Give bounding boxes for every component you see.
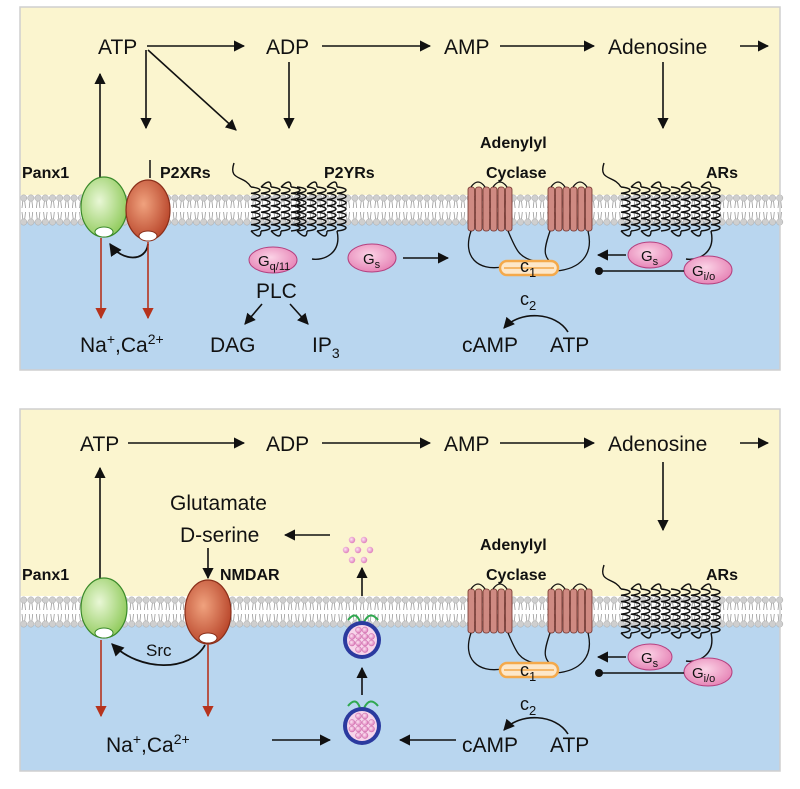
inhibition-arrow	[595, 669, 603, 677]
camp-label: cAMP	[462, 734, 518, 757]
c2-label: c2	[520, 694, 536, 718]
amp-label: AMP	[444, 433, 490, 456]
p2xrs-label: P2XRs	[160, 165, 211, 182]
conversion-arrows	[94, 40, 770, 210]
seven-transmembrane-receptor	[296, 181, 347, 260]
gs-protein-ar: Gs	[627, 241, 673, 269]
gs-protein-ar: Gs	[627, 643, 673, 671]
ion-flux-arrows	[95, 238, 154, 320]
gq-protein: Gq/11	[248, 246, 298, 274]
adp-label: ADP	[266, 433, 309, 456]
adenosine-label: Adenosine	[608, 433, 707, 456]
src-label: Src	[146, 641, 172, 660]
d-serine-label: D-serine	[180, 524, 259, 547]
pannexin-channel	[80, 577, 128, 639]
nmda-receptor	[184, 579, 232, 645]
ars-label: ARs	[706, 165, 738, 182]
gs-protein: Gs	[347, 243, 397, 273]
panel-top: ATP ADP AMP Adenosine Panx1 P2XRs	[19, 6, 784, 371]
seven-transmembrane-receptor	[670, 583, 721, 662]
c1-label: c1	[520, 660, 536, 684]
svg-text:Gs: Gs	[363, 251, 381, 271]
cyclase-label: Cyclase	[486, 567, 547, 584]
ip3-label: IP3	[312, 334, 340, 361]
seven-transmembrane-receptor	[232, 162, 301, 237]
ions-label: Na+,Ca2+	[80, 331, 164, 357]
seven-transmembrane-receptor	[602, 162, 671, 237]
nmdar-label: NMDAR	[220, 567, 280, 584]
inhibition-arrow	[595, 267, 603, 275]
ars-label: ARs	[706, 567, 738, 584]
gio-protein: Gi/o	[683, 657, 733, 687]
c2-label: c2	[520, 289, 536, 313]
pannexin-channel	[80, 176, 128, 238]
p2x-receptor	[125, 160, 171, 242]
ion-flux-arrows	[95, 640, 214, 718]
c1-label: c1	[520, 256, 536, 280]
seven-transmembrane-receptor	[602, 564, 671, 639]
atp-label: ATP	[80, 433, 119, 456]
svg-text:Gs: Gs	[641, 248, 659, 268]
atp-substrate-label: ATP	[550, 734, 589, 757]
cyclase-label: Cyclase	[486, 165, 547, 182]
gio-protein: Gi/o	[683, 255, 733, 285]
panx1-label: Panx1	[22, 165, 69, 182]
ions-label: Na+,Ca2+	[106, 731, 190, 757]
adp-label: ADP	[266, 36, 309, 59]
plc-label: PLC	[256, 280, 297, 303]
adenosine-label: Adenosine	[608, 36, 707, 59]
adenylyl-cyclase	[467, 181, 593, 277]
vesicle	[343, 614, 381, 659]
glutamate-label: Glutamate	[170, 492, 267, 515]
vesicle	[343, 700, 381, 745]
adenylyl-label: Adenylyl	[480, 135, 547, 152]
conversion-arrows	[94, 437, 770, 746]
svg-text:Gi/o: Gi/o	[692, 263, 715, 283]
panx1-label: Panx1	[22, 567, 69, 584]
seven-transmembrane-receptor	[670, 181, 721, 260]
p2yrs-label: P2YRs	[324, 165, 375, 182]
amp-label: AMP	[444, 36, 490, 59]
adenylyl-cyclase	[467, 583, 593, 679]
svg-text:Gs: Gs	[641, 650, 659, 670]
svg-text:Gq/11: Gq/11	[258, 253, 290, 273]
panel-bottom: ATP ADP AMP Adenosine Glutamate D-serine…	[19, 408, 784, 772]
atp-label: ATP	[98, 36, 137, 59]
svg-text:Gi/o: Gi/o	[692, 665, 715, 685]
atp-substrate-label: ATP	[550, 334, 589, 357]
camp-label: cAMP	[462, 334, 518, 357]
adenylyl-label: Adenylyl	[480, 537, 547, 554]
released-gliotransmitters	[342, 536, 374, 564]
dag-label: DAG	[210, 334, 256, 357]
